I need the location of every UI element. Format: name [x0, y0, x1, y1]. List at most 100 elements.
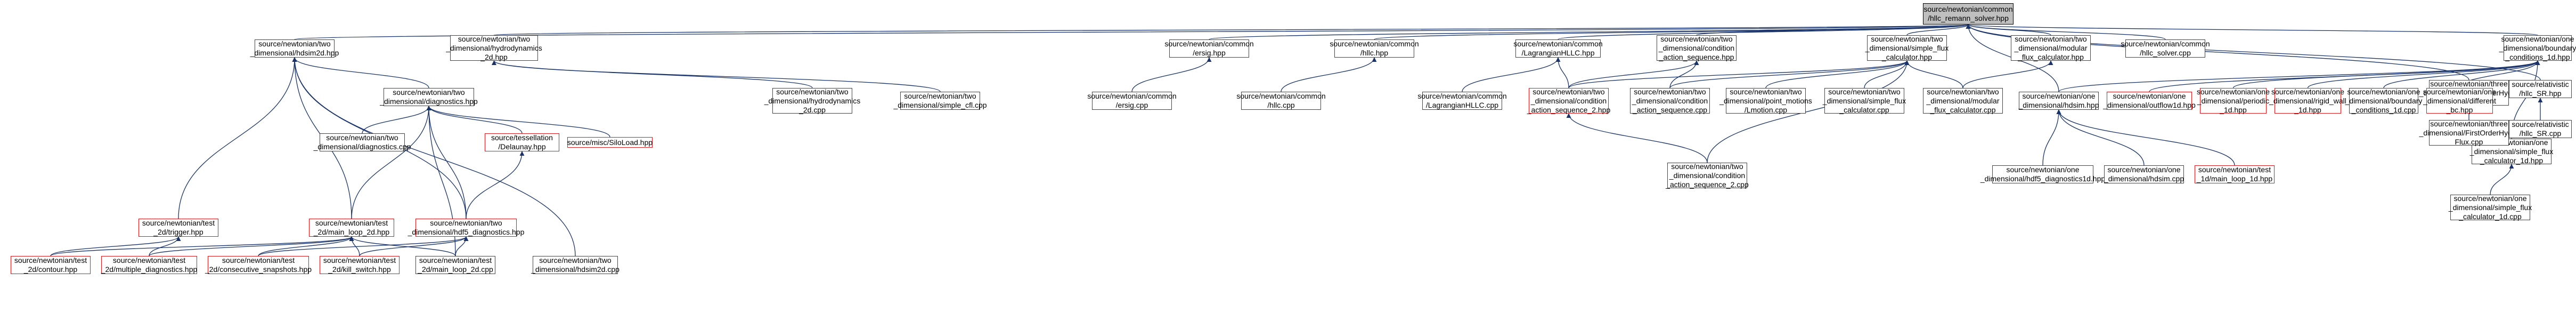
graph-node-test-2d-kill-switch[interactable]: source/newtonian/test _2d/kill_switch.hp… — [320, 256, 400, 274]
graph-edge-one_bc_hpp-to-root — [1966, 24, 2538, 36]
graph-node-rel-hllc-cpp[interactable]: source/relativistic /hllc_SR.cpp — [2509, 120, 2572, 138]
graph-node-main-loop-2d-hpp[interactable]: source/newtonian/test _2d/main_loop_2d.h… — [309, 219, 394, 237]
graph-node-ersig-hpp[interactable]: source/newtonian/common /ersig.hpp — [1164, 39, 1254, 58]
graph-edge-modular_flux_cpp-to-modular_flux_hpp — [1962, 60, 2053, 89]
graph-node-main-loop-1d-hpp[interactable]: source/newtonian/test _1d/main_loop_1d.h… — [2195, 165, 2275, 183]
graph-edge-one_hdsim_cpp-to-one_hdsim_hpp — [2056, 109, 2145, 166]
graph-edge-test_2d_contour-to-main_loop_2d_hpp — [50, 236, 354, 256]
graph-edge-test_2d_multiple-to-main_loop_2d_hpp — [149, 236, 354, 256]
graph-edge-cond_seq2_hpp-to-simple_flux_hpp — [1568, 60, 1910, 89]
graph-edge-hdf5_diag_hpp-to-tess_delaunay — [466, 151, 525, 219]
graph-node-hdf5-diag-1d-hpp[interactable]: source/newtonian/one _dimensional/hdf5_d… — [1980, 165, 2106, 183]
graph-node-one-bc-hpp[interactable]: source/newtonian/one _dimensional/bounda… — [2499, 34, 2576, 61]
graph-edge-cond_seq_cpp-to-cond_seq_hpp — [1669, 60, 1699, 89]
graph-edge-rel_hllc_hpp-to-root — [1966, 24, 2541, 81]
graph-node-hllc-hpp[interactable]: source/newtonian/common /hllc.hpp — [1330, 39, 1419, 58]
graph-node-rigid-wall-1d-hpp[interactable]: source/newtonian/one _dimensional/rigid_… — [2269, 87, 2346, 114]
graph-node-periodic-1d-hpp[interactable]: source/newtonian/one _dimensional/period… — [2197, 87, 2270, 114]
graph-edge-simple_cfl_cpp-to-hydro_2d_hpp — [492, 60, 941, 92]
graph-edge-boundary_1d_cpp-to-one_bc_hpp — [2383, 60, 2540, 89]
graph-node-test-2d-multiple[interactable]: source/newtonian/test _2d/multiple_diagn… — [101, 256, 198, 274]
graph-node-hdsim2d-cpp[interactable]: source/newtonian/two _dimensional/hdsim2… — [531, 256, 619, 274]
graph-edge-simple_flux_cpp-to-simple_flux_hpp — [1864, 60, 1910, 89]
graph-node-tess-delaunay[interactable]: source/tessellation /Delaunay.hpp — [485, 133, 559, 151]
graph-edge-hydro_2d_hpp-to-root — [493, 24, 1970, 36]
graph-edge-tess_delaunay-to-diag_hpp — [426, 106, 523, 134]
graph-edge-hdsim2d_hpp-to-root — [294, 24, 1970, 40]
graph-node-cond-seq2-hpp[interactable]: source/newtonian/two _dimensional/condit… — [1527, 87, 1611, 114]
graph-edge-one_hdsim_hpp-to-one_bc_hpp — [2058, 60, 2540, 92]
graph-node-boundary-1d-cpp[interactable]: source/newtonian/one _dimensional/bounda… — [2345, 87, 2423, 114]
graph-edge-test_2d_contour-to-test_2d_trigger — [50, 236, 181, 256]
graph-edge-ersig_hpp-to-root — [1209, 24, 1970, 40]
graph-edge-hllc_cpp-to-hllc_hpp — [1281, 57, 1377, 92]
graph-edge-test_2d_main_loop_cpp-to-main_loop_2d_hpp — [349, 236, 456, 256]
graph-node-hydro-2d-cpp[interactable]: source/newtonian/two _dimensional/hydrod… — [764, 87, 861, 114]
graph-node-cond-seq-hpp[interactable]: source/newtonian/two _dimensional/condit… — [1657, 35, 1737, 61]
graph-edge-hdsim2d_cpp-to-hdsim2d_hpp — [292, 57, 576, 256]
graph-edge-test_2d_multiple-to-test_2d_trigger — [149, 236, 181, 256]
graph-node-diag-hpp[interactable]: source/newtonian/two _dimensional/diagno… — [380, 88, 478, 106]
graph-edge-test_2d_consecutive-to-hdf5_diag_hpp — [258, 236, 469, 256]
graph-edge-rigid_wall_1d_hpp-to-one_bc_hpp — [2307, 60, 2540, 89]
graph-node-cond-seq2-cpp[interactable]: source/newtonian/two _dimensional/condit… — [1666, 162, 1749, 189]
graph-edge-hdf5_diag_hpp-to-diag_hpp — [426, 106, 467, 219]
graph-edge-lag_hllc_cpp-to-lag_hllc_hpp — [1462, 57, 1561, 92]
graph-node-root[interactable]: source/newtonian/common /hllc_remann_sol… — [1923, 3, 2013, 25]
graph-node-ersig-cpp[interactable]: source/newtonian/common /ersig.cpp — [1087, 92, 1177, 110]
graph-edge-hdf5_diag_1d_hpp-to-one_hdsim_hpp — [2042, 109, 2061, 166]
graph-edge-diag_hpp-to-hdsim2d_hpp — [292, 57, 429, 89]
graph-node-hydro-2d-hpp[interactable]: source/newtonian/two _dimensional/hydrod… — [446, 34, 542, 61]
graph-node-test-2d-main-loop-cpp[interactable]: source/newtonian/test _2d/main_loop_2d.c… — [415, 256, 495, 274]
graph-node-test-2d-consecutive[interactable]: source/newtonian/test _2d/consecutive_sn… — [205, 256, 312, 274]
graph-node-one-hdsim-cpp[interactable]: source/newtonian/one _dimensional/hdsim.… — [2104, 165, 2184, 183]
graph-edge-ersig_cpp-to-ersig_hpp — [1131, 57, 1212, 92]
graph-edge-point_motions_cpp-to-simple_flux_hpp — [1765, 60, 1910, 89]
graph-node-different-bc-hpp[interactable]: source/newtonian/one _dimensional/differ… — [2423, 87, 2496, 114]
graph-node-hdf5-diag-hpp[interactable]: source/newtonian/two _dimensional/hdf5_d… — [407, 219, 525, 237]
graph-edge-modular_flux_cpp-to-simple_flux_hpp — [1904, 60, 1963, 89]
graph-node-simple-cfl-cpp[interactable]: source/newtonian/two _dimensional/simple… — [893, 92, 987, 110]
graph-node-simple-flux-cpp[interactable]: source/newtonian/two _dimensional/simple… — [1822, 87, 1906, 114]
graph-node-silo-load[interactable]: source/misc/SiloLoad.hpp — [567, 137, 653, 148]
graph-edge-cond_seq2_cpp-to-cond_seq2_hpp — [1566, 113, 1708, 163]
graph-edge-simple_flux_1d_cpp-to-simple_flux_1d_hpp — [2490, 164, 2514, 195]
graph-node-first-order-cpp[interactable]: source/newtonian/three _dimensional/Firs… — [2419, 119, 2519, 146]
graph-edge-main_loop_2d_hpp-to-diag_hpp — [351, 106, 431, 219]
graph-node-hllc-cpp[interactable]: source/newtonian/common /hllc.cpp — [1236, 92, 1326, 110]
graph-edge-silo_load-to-diag_hpp — [426, 106, 610, 138]
graph-node-test-2d-trigger[interactable]: source/newtonian/test _2d/trigger.hpp — [138, 219, 218, 237]
graph-edge-cond_seq_hpp-to-root — [1696, 24, 1971, 36]
graph-node-one-hdsim-hpp[interactable]: source/newtonian/one _dimensional/hdsim.… — [2018, 92, 2099, 110]
graph-node-cond-seq-cpp[interactable]: source/newtonian/two _dimensional/condit… — [1630, 87, 1710, 114]
graph-node-hllc-solver-cpp[interactable]: source/newtonian/common /hllc_solver.cpp — [2121, 39, 2210, 58]
graph-node-lag-hllc-cpp[interactable]: source/newtonian/common /LagrangianHLLC.… — [1417, 92, 1507, 110]
graph-node-modular-flux-cpp[interactable]: source/newtonian/two _dimensional/modula… — [1923, 87, 2003, 114]
graph-node-simple-flux-1d-cpp[interactable]: source/newtonian/one _dimensional/simple… — [2448, 194, 2532, 221]
graph-edge-cond_seq2_cpp-to-simple_flux_hpp — [1707, 60, 1910, 163]
graph-node-diag-cpp[interactable]: source/newtonian/two _dimensional/diagno… — [313, 133, 411, 151]
graph-edge-test_2d_trigger-to-hdsim2d_hpp — [178, 57, 297, 219]
graph-edge-first_order_hpp-to-root — [1966, 24, 2469, 81]
graph-node-simple-flux-hpp[interactable]: source/newtonian/two _dimensional/simple… — [1865, 34, 1949, 61]
graph-edge-diag_cpp-to-diag_hpp — [362, 106, 431, 134]
graph-node-hdsim2d-hpp[interactable]: source/newtonian/two _dimensional/hdsim2… — [250, 39, 339, 58]
graph-edge-cond_seq_cpp-to-simple_flux_hpp — [1669, 60, 1910, 89]
graph-edge-hllc_solver_cpp-to-root — [1966, 24, 2166, 40]
graph-edge-hydro_2d_cpp-to-hydro_2d_hpp — [492, 60, 813, 89]
graph-edge-test_2d_consecutive-to-main_loop_2d_hpp — [258, 236, 354, 256]
graph-node-modular-flux-hpp[interactable]: source/newtonian/two _dimensional/modula… — [2011, 35, 2091, 61]
graph-node-point-motions-cpp[interactable]: source/newtonian/two _dimensional/point_… — [1719, 87, 1812, 114]
graph-node-test-2d-contour[interactable]: source/newtonian/test _2d/contour.hpp — [11, 256, 91, 274]
graph-edge-cond_seq2_hpp-to-lag_hllc_hpp — [1555, 57, 1569, 89]
graph-edge-lag_hllc_hpp-to-root — [1558, 24, 1971, 40]
graph-edge-test_2d_kill_switch-to-hdf5_diag_hpp — [359, 236, 469, 256]
graph-edge-main_loop_1d_hpp-to-one_hdsim_hpp — [2056, 109, 2235, 166]
graph-node-rel-hllc-hpp[interactable]: source/relativistic /hllc_SR.hpp — [2509, 80, 2572, 98]
graph-edge-periodic_1d_hpp-to-one_bc_hpp — [2232, 60, 2540, 89]
graph-node-outflow-1d-hpp[interactable]: source/newtonian/one _dimensional/outflo… — [2103, 92, 2196, 110]
graph-edge-cond_seq2_hpp-to-cond_seq_hpp — [1568, 60, 1699, 89]
graph-node-lag-hllc-hpp[interactable]: source/newtonian/common /LagrangianHLLC.… — [1513, 39, 1603, 58]
graph-edge-test_2d_main_loop_cpp-to-hdf5_diag_hpp — [455, 236, 469, 256]
